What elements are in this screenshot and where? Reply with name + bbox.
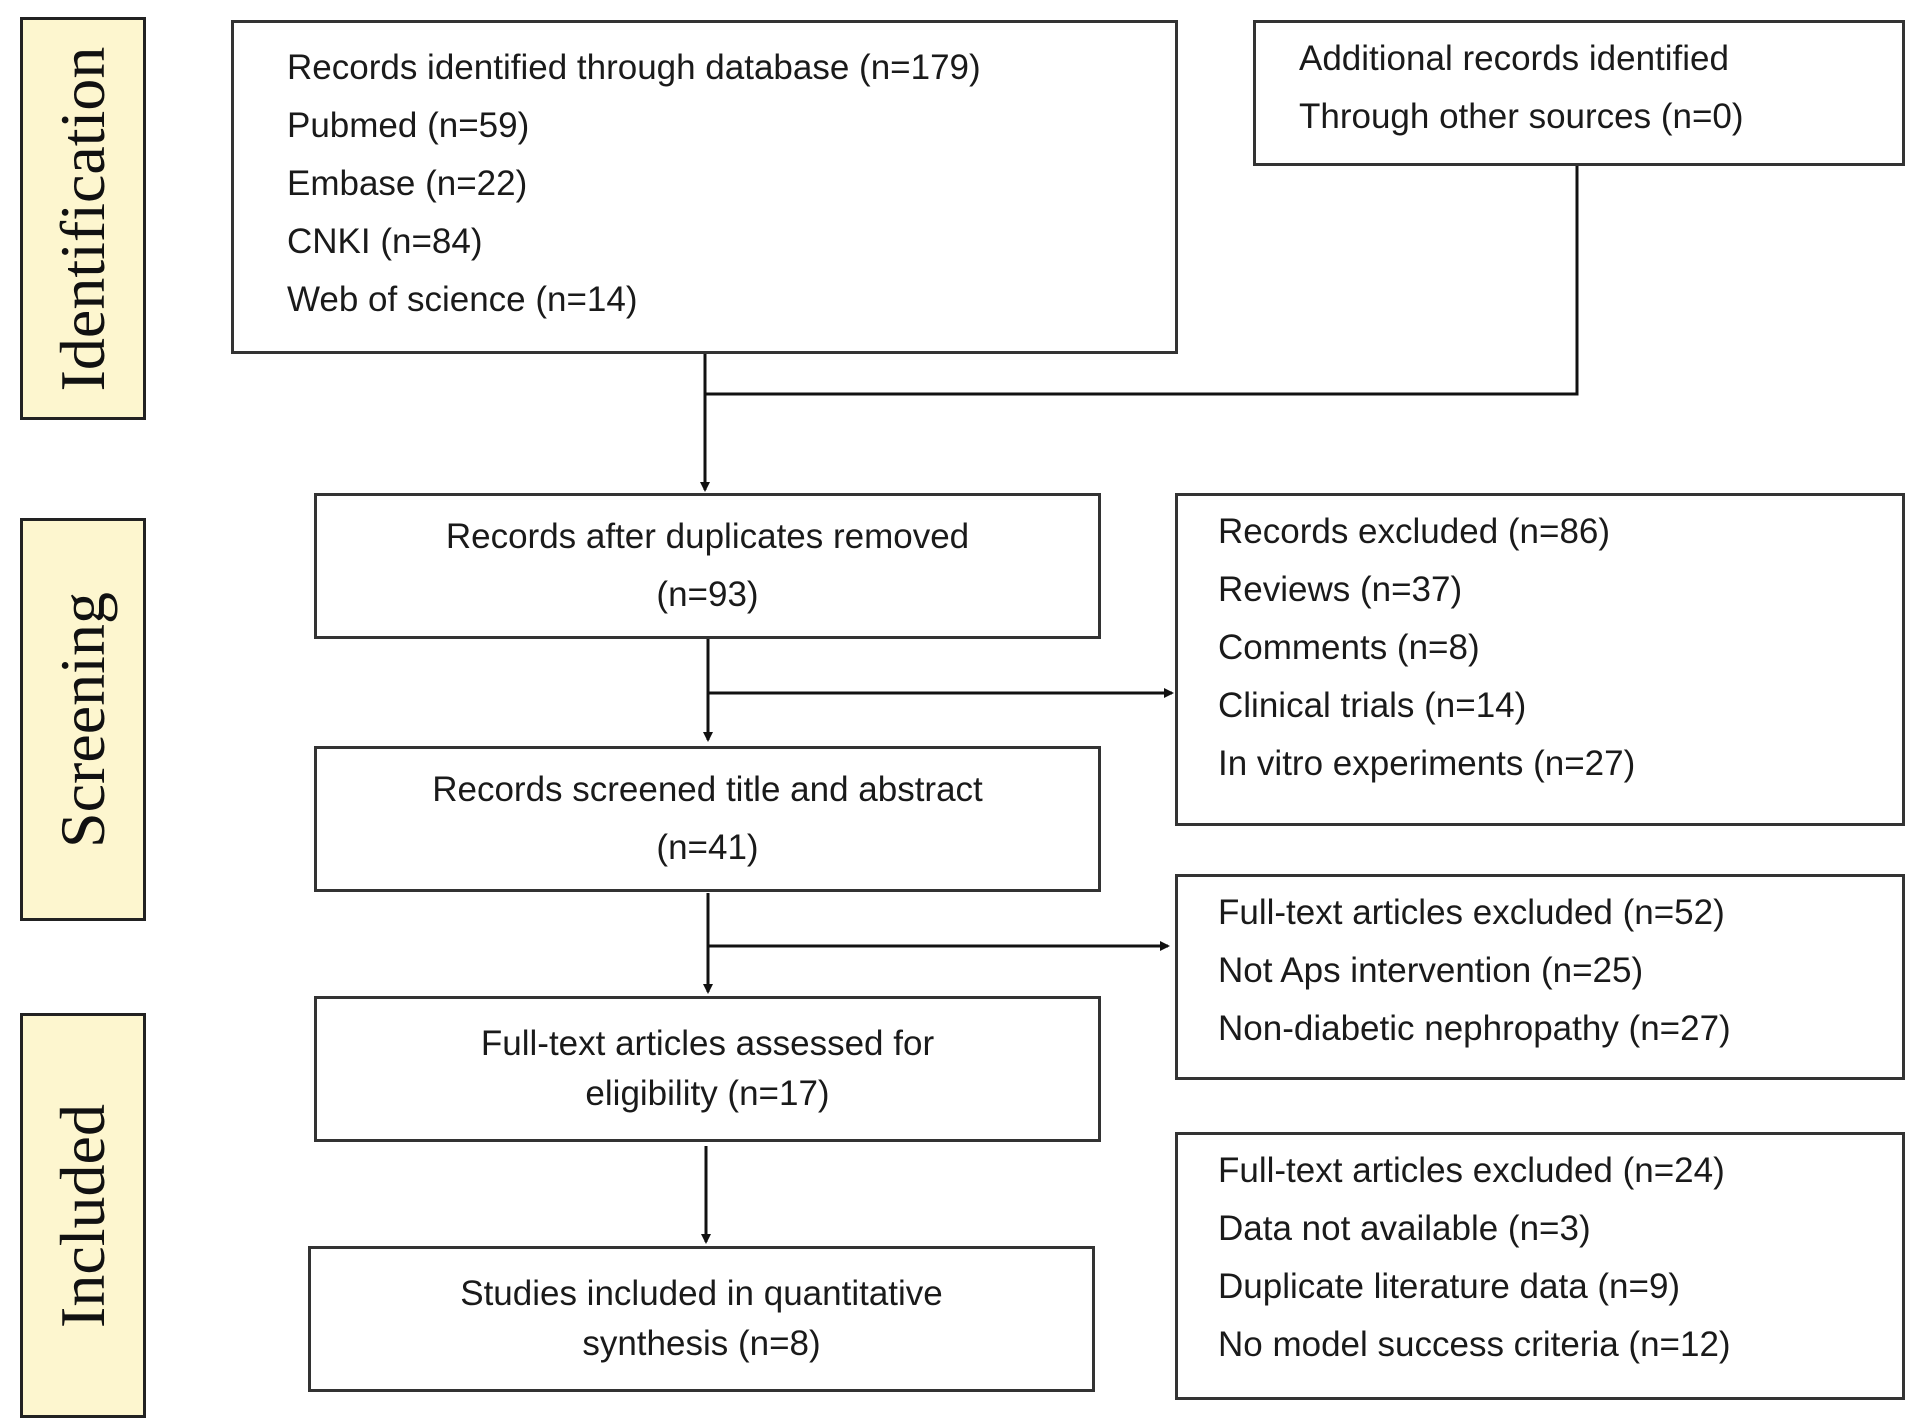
records-excluded-clinical-trials: Clinical trials (n=14) [1218, 686, 1527, 725]
box-duplicates-removed: Records after duplicates removed (n=93) [314, 493, 1101, 639]
fulltext-excluded-not-aps: Not Aps intervention (n=25) [1218, 951, 1644, 990]
fulltext-excluded-52-total: Full-text articles excluded (n=52) [1218, 893, 1725, 932]
box-studies-included: Studies included in quantitative synthes… [308, 1246, 1095, 1392]
database-records-cnki: CNKI (n=84) [287, 222, 483, 261]
database-records-embase: Embase (n=22) [287, 164, 528, 203]
box-database-records: Records identified through database (n=1… [231, 20, 1178, 354]
box-screened-title-abstract: Records screened title and abstract (n=4… [314, 746, 1101, 892]
fulltext-assessed-line-1: Full-text articles assessed for [480, 1024, 935, 1063]
phase-identification-label: Identification [47, 46, 118, 391]
database-records-pubmed: Pubmed (n=59) [287, 106, 530, 145]
box-other-sources: Additional records identified Through ot… [1253, 20, 1905, 166]
phase-included-label: Included [47, 1103, 118, 1328]
phase-screening: Screening [20, 518, 146, 921]
screened-line-2: (n=41) [656, 828, 759, 867]
fulltext-excluded-no-model-criteria: No model success criteria (n=12) [1218, 1325, 1731, 1364]
box-fulltext-excluded-24: Full-text articles excluded (n=24) Data … [1175, 1132, 1905, 1400]
box-records-excluded: Records excluded (n=86) Reviews (n=37) C… [1175, 493, 1905, 826]
other-sources-line-1: Additional records identified [1299, 39, 1729, 78]
duplicates-removed-line-1: Records after duplicates removed [445, 517, 970, 556]
database-records-wos: Web of science (n=14) [287, 280, 638, 319]
records-excluded-in-vitro: In vitro experiments (n=27) [1218, 744, 1636, 783]
records-excluded-reviews: Reviews (n=37) [1218, 570, 1463, 609]
duplicates-removed-line-2: (n=93) [656, 575, 759, 614]
studies-included-line-2: synthesis (n=8) [582, 1324, 821, 1363]
phase-identification: Identification [20, 17, 146, 420]
fulltext-excluded-data-not-available: Data not available (n=3) [1218, 1209, 1591, 1248]
phase-screening-label: Screening [47, 591, 118, 848]
box-fulltext-assessed: Full-text articles assessed for eligibil… [314, 996, 1101, 1142]
records-excluded-comments: Comments (n=8) [1218, 628, 1480, 667]
screened-line-1: Records screened title and abstract [432, 770, 983, 809]
box-fulltext-excluded-52: Full-text articles excluded (n=52) Not A… [1175, 874, 1905, 1080]
connector-other-sources [705, 165, 1579, 396]
fulltext-assessed-line-2: eligibility (n=17) [585, 1074, 830, 1113]
database-records-total: Records identified through database (n=1… [287, 48, 981, 87]
other-sources-line-2: Through other sources (n=0) [1299, 97, 1744, 136]
fulltext-excluded-non-diabetic: Non-diabetic nephropathy (n=27) [1218, 1009, 1731, 1048]
studies-included-line-1: Studies included in quantitative [460, 1274, 943, 1313]
phase-included: Included [20, 1013, 146, 1418]
records-excluded-total: Records excluded (n=86) [1218, 512, 1611, 551]
fulltext-excluded-duplicate-data: Duplicate literature data (n=9) [1218, 1267, 1681, 1306]
fulltext-excluded-24-total: Full-text articles excluded (n=24) [1218, 1151, 1725, 1190]
